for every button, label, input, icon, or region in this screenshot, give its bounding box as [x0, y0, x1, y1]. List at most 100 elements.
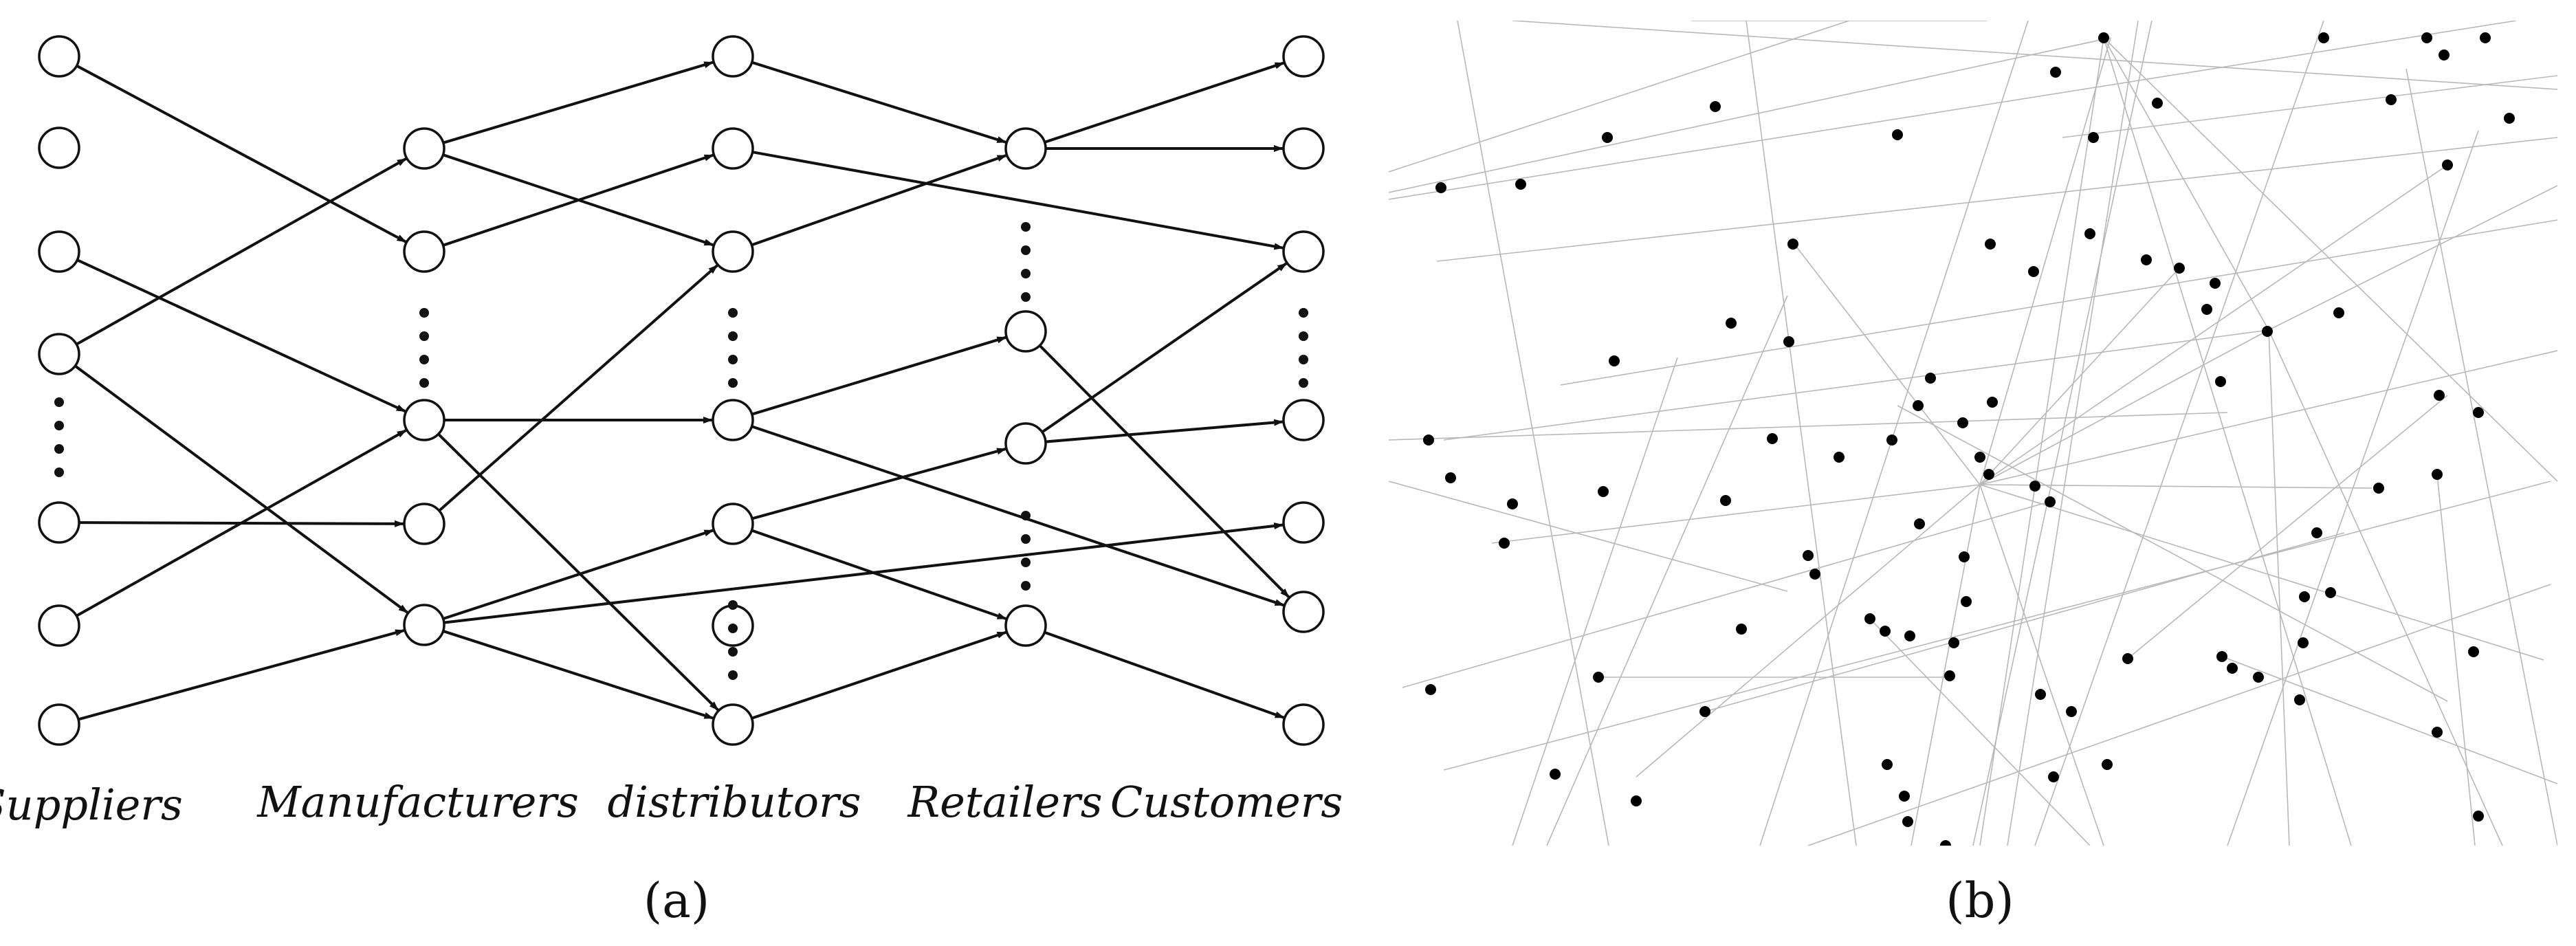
ellipsis-dot: [1299, 308, 1308, 318]
network-node: [1864, 613, 1875, 624]
network-node: [2141, 254, 2152, 265]
network-node: [2318, 32, 2329, 43]
network-edge: [1911, 484, 1981, 846]
network-node: [2442, 160, 2453, 170]
network-edge: [1746, 21, 1857, 846]
ellipsis-dot: [1021, 534, 1031, 544]
network-node: [1435, 182, 1446, 193]
network-edge: [1979, 484, 2544, 661]
network-node: [2028, 266, 2039, 277]
network-edge: [1389, 37, 2111, 193]
network-node: [2262, 326, 2273, 337]
edge-arrow: [438, 264, 718, 512]
network-node: [1902, 816, 1913, 827]
network-node: [2333, 307, 2344, 318]
node-s4: [38, 501, 80, 544]
node-s6: [38, 703, 80, 746]
network-node: [2299, 591, 2310, 602]
stage-label-manufacturers: Manufacturers: [256, 777, 579, 827]
ellipsis-dot: [728, 600, 738, 610]
stage-label-customers: Customers: [1110, 777, 1343, 827]
network-node: [1783, 336, 1794, 347]
network-node: [2098, 32, 2109, 43]
network-edge: [1979, 37, 2111, 485]
network-node: [1983, 469, 1994, 480]
node-s5: [38, 604, 80, 647]
network-nodes: [1423, 32, 2515, 846]
network-edge: [2103, 37, 2269, 331]
edge-arrow: [437, 432, 720, 712]
edge-arrow: [78, 628, 406, 721]
ellipsis-dot: [728, 378, 738, 388]
network-node: [1609, 355, 1620, 366]
network-edge: [1807, 584, 2551, 846]
network-node: [2045, 496, 2056, 507]
network-node: [2152, 98, 2163, 109]
network-node: [1602, 132, 1613, 143]
network-edge: [1979, 329, 2269, 485]
network-node: [2048, 771, 2059, 782]
ellipsis-dot: [728, 670, 738, 680]
network-node: [1944, 670, 1955, 681]
network-node: [2227, 663, 2238, 674]
network-node: [1710, 101, 1721, 112]
network-edge: [2103, 37, 2352, 846]
edge-arrow: [751, 154, 1007, 247]
network-node: [1631, 795, 1642, 806]
node-r1: [1004, 310, 1047, 353]
ellipsis-dot: [728, 624, 738, 633]
node-d0: [712, 35, 754, 78]
network-node: [1767, 433, 1778, 444]
network-edge: [1972, 21, 2153, 846]
node-c1: [1282, 127, 1325, 170]
network-edge: [2227, 130, 2479, 846]
network-node: [1880, 626, 1891, 637]
ellipsis-dot: [1299, 378, 1308, 388]
node-d1: [712, 127, 754, 170]
node-m3: [403, 503, 445, 545]
network-node: [1959, 551, 1970, 562]
edge-arrow: [443, 60, 714, 144]
node-s0: [38, 35, 80, 78]
network-node: [1892, 129, 1903, 140]
network-edge: [1869, 618, 2091, 846]
ellipsis-markers: [54, 222, 1308, 680]
node-r2: [1004, 422, 1047, 465]
network-edges: [1389, 21, 2557, 846]
network-node: [1507, 498, 1518, 509]
edge-arrow: [76, 157, 407, 346]
network-node: [1423, 434, 1434, 446]
network-node: [2373, 483, 2384, 494]
network-node: [2122, 653, 2133, 664]
network-node: [2504, 113, 2515, 124]
ellipsis-dot: [728, 647, 738, 657]
edge-arrow: [442, 529, 714, 620]
edge-arrow: [76, 428, 407, 617]
edge-arrow: [1044, 630, 1285, 719]
supply-chain-nodes: [38, 35, 1325, 746]
edge-arrow: [76, 258, 406, 413]
network-node: [2473, 811, 2484, 822]
network-node: [2216, 651, 2227, 662]
node-r0: [1004, 127, 1047, 170]
network-node: [1925, 373, 1936, 384]
node-c4: [1282, 501, 1325, 544]
ellipsis-dot: [419, 331, 429, 341]
network-edge: [1979, 267, 2180, 485]
network-edge: [2103, 37, 2557, 482]
edge-arrow: [442, 630, 714, 720]
network-node: [2439, 50, 2450, 60]
network-edge: [1979, 37, 2104, 846]
network-edge: [2127, 395, 2448, 659]
network-node: [2432, 727, 2443, 738]
edge-arrow: [76, 64, 407, 243]
network-node: [2311, 527, 2322, 538]
ellipsis-dot: [419, 308, 429, 318]
ellipsis-dot: [54, 444, 64, 454]
node-m0: [403, 127, 445, 170]
network-node: [2215, 376, 2226, 387]
supply-chain-edges: [74, 60, 1290, 721]
node-s3: [38, 333, 80, 375]
supply-chain-diagram: Suppliers Manufacturers distributors Ret…: [0, 35, 1343, 929]
network-edge: [1636, 484, 1981, 778]
